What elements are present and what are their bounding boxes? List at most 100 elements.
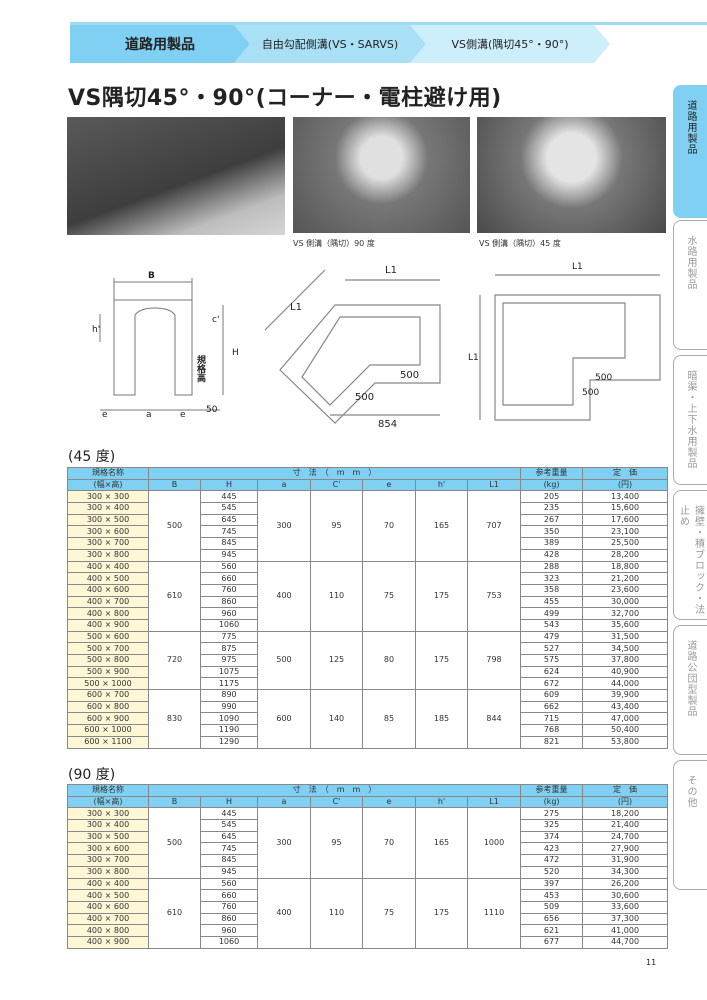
size-name-cell: 300 × 500: [67, 513, 149, 527]
size-name-cell: 300 × 400: [67, 819, 149, 832]
H-cell: 445: [200, 807, 258, 821]
C-cell: 95: [310, 807, 363, 879]
size-name-cell: 300 × 600: [67, 525, 149, 539]
side-tab-retaining-wall[interactable]: 擁壁・積ブロック・法止め: [673, 490, 707, 620]
header-cell: h': [415, 478, 468, 492]
header-cell: 参考重量: [520, 784, 584, 797]
page-title: VS隅切45°・90°(コーナー・電柱避け用): [68, 86, 502, 111]
weight-cell: 350: [520, 525, 584, 539]
weight-cell: 527: [520, 642, 584, 655]
size-name-cell: 400 × 400: [67, 560, 149, 574]
header-cell: h': [415, 795, 468, 809]
header-cell: B: [148, 795, 201, 809]
price-cell: 41,000: [582, 924, 669, 937]
dim-L1-top: L1: [572, 262, 583, 272]
weight-cell: 499: [520, 607, 584, 620]
H-cell: 1090: [200, 712, 258, 726]
H-cell: 560: [200, 877, 258, 891]
size-name-cell: 300 × 400: [67, 502, 149, 515]
H-cell: 975: [200, 654, 258, 667]
side-tab-other[interactable]: その他: [673, 760, 707, 890]
dim-e-right: e: [180, 410, 186, 420]
price-cell: 43,400: [582, 700, 669, 714]
price-cell: 32,700: [582, 607, 669, 620]
H-cell: 1075: [200, 665, 258, 679]
plan-45-diagram: L1 L1 500 500 854: [264, 265, 441, 430]
side-tab-waterway[interactable]: 水路用製品: [673, 220, 707, 350]
h-cell: 165: [415, 807, 468, 879]
size-name-cell: 300 × 700: [67, 537, 149, 550]
price-cell: 37,300: [582, 912, 669, 926]
a-cell: 600: [257, 689, 311, 749]
L1-cell: 844: [466, 689, 522, 749]
size-name-cell: 400 × 700: [67, 595, 149, 609]
dim-500-right: 500: [400, 370, 419, 381]
dim-854: 854: [378, 419, 397, 430]
H-cell: 945: [200, 548, 258, 562]
B-cell: 720: [148, 630, 201, 691]
header-cell: C': [310, 795, 363, 809]
side-tab-culvert[interactable]: 暗渠・上下水用製品: [673, 355, 707, 485]
dim-500-diag: 500: [355, 392, 374, 403]
a-cell: 300: [257, 807, 311, 879]
h-cell: 165: [415, 490, 468, 562]
H-cell: 645: [200, 513, 258, 527]
size-name-cell: 600 × 1000: [67, 724, 149, 737]
H-cell: 960: [200, 924, 258, 937]
B-cell: 500: [148, 807, 201, 879]
price-cell: 34,300: [582, 865, 669, 879]
weight-cell: 520: [520, 865, 584, 879]
H-cell: 1175: [200, 677, 258, 691]
size-name-cell: 600 × 1100: [67, 735, 149, 749]
size-name-cell: 300 × 800: [67, 865, 149, 879]
weight-cell: 624: [520, 665, 584, 679]
header-cell: (円): [582, 478, 669, 492]
dim-h: h': [92, 325, 100, 335]
e-cell: 75: [362, 877, 416, 949]
H-cell: 760: [200, 900, 258, 914]
price-cell: 53,800: [582, 735, 669, 749]
photo-caption-90: VS 側溝（隅切）90 度: [293, 239, 375, 248]
header-cell: 定 価: [582, 467, 669, 480]
cross-section-diagram: B h' c' 規格高 H 50 e a e: [92, 271, 239, 420]
h-cell: 185: [415, 689, 468, 749]
side-tab-highway[interactable]: 道路公団型製品: [673, 625, 707, 755]
weight-cell: 509: [520, 900, 584, 914]
weight-cell: 205: [520, 490, 584, 504]
size-name-cell: 600 × 800: [67, 700, 149, 714]
H-cell: 860: [200, 595, 258, 609]
H-cell: 660: [200, 889, 258, 902]
weight-cell: 374: [520, 830, 584, 844]
size-name-cell: 600 × 700: [67, 689, 149, 702]
dim-500-down: 500: [582, 388, 599, 398]
size-name-cell: 400 × 500: [67, 572, 149, 585]
dim-H: H: [232, 348, 239, 358]
e-cell: 80: [362, 630, 416, 691]
breadcrumb-item-product[interactable]: VS側溝(隅切45°・90°): [410, 25, 610, 63]
e-cell: 70: [362, 807, 416, 879]
size-name-cell: 300 × 300: [67, 490, 149, 504]
breadcrumb-item-series[interactable]: 自由勾配側溝(VS・SARVS): [234, 25, 426, 63]
header-cell: B: [148, 478, 201, 492]
weight-cell: 325: [520, 819, 584, 832]
weight-cell: 621: [520, 924, 584, 937]
weight-cell: 389: [520, 537, 584, 550]
breadcrumb-item-category[interactable]: 道路用製品: [70, 25, 250, 63]
price-cell: 21,400: [582, 819, 669, 832]
side-tab-road[interactable]: 道路用製品: [673, 85, 707, 218]
weight-cell: 768: [520, 724, 584, 737]
H-cell: 545: [200, 502, 258, 515]
dim-kikaku: 規格高: [195, 354, 206, 383]
weight-cell: 479: [520, 630, 584, 644]
H-cell: 445: [200, 490, 258, 504]
header-cell: 定 価: [582, 784, 669, 797]
